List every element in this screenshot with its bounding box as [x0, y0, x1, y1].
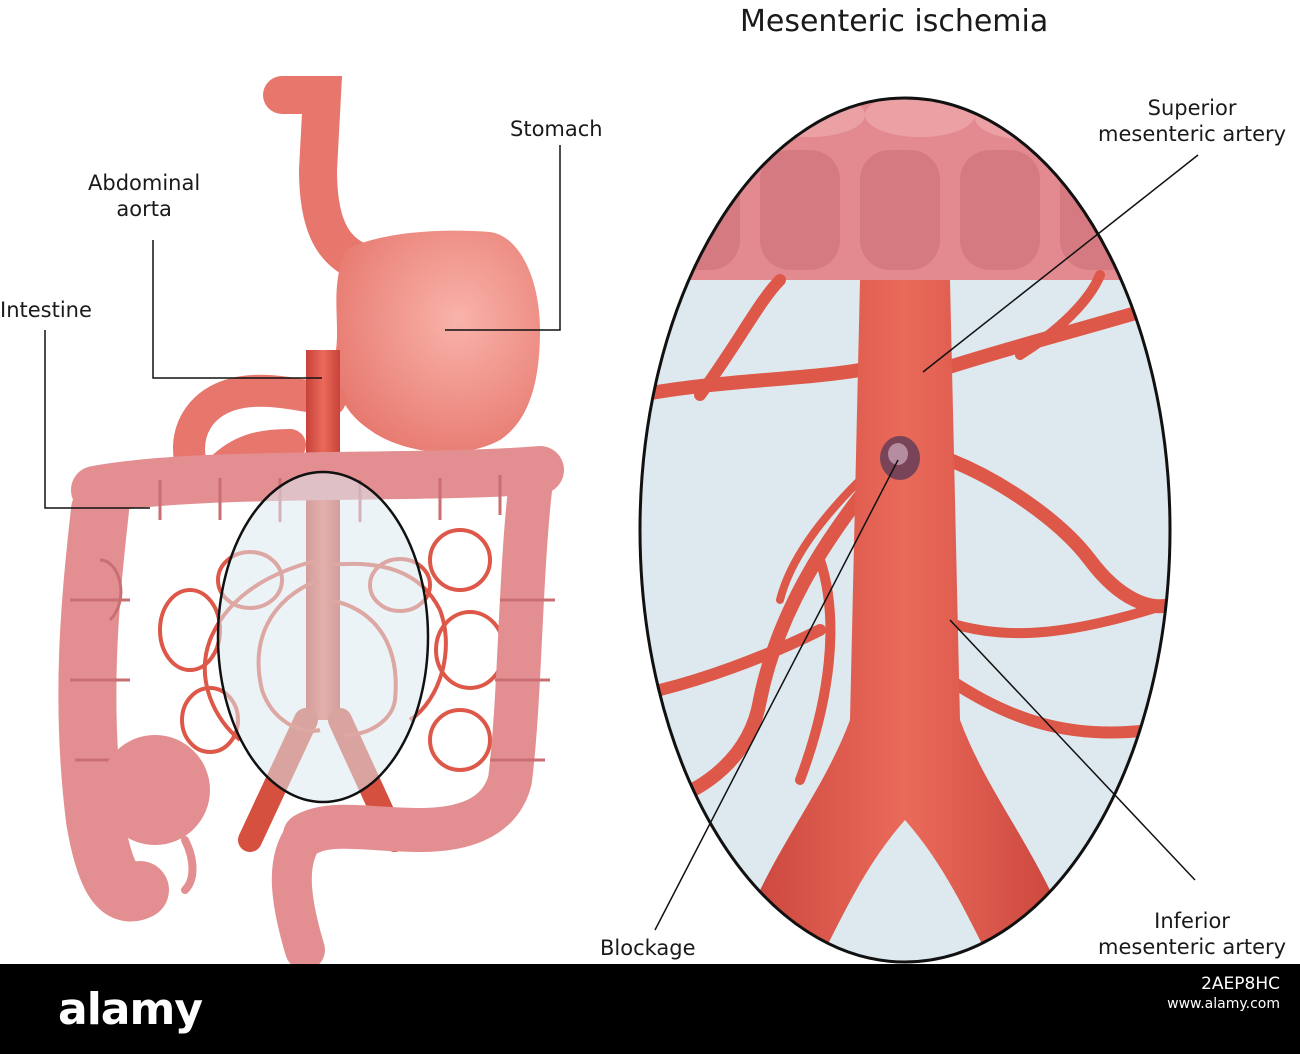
- diagram-title: Mesenteric ischemia: [740, 4, 1049, 39]
- ima-leader: [949, 619, 1196, 881]
- stomach-label: Stomach: [510, 116, 603, 142]
- left-colon: [58, 446, 564, 970]
- ima-line2: mesenteric artery: [1098, 935, 1287, 959]
- alamy-logo: alamy: [58, 984, 203, 1035]
- magnified-oval: [638, 96, 1172, 964]
- illustration: Mesenteric ischemia Stomach Abdominal ao…: [0, 4, 1286, 970]
- aorta-leader: [152, 240, 322, 379]
- blockage-label: Blockage: [600, 935, 696, 961]
- sma-line2: mesenteric artery: [1098, 122, 1287, 146]
- intestine-label: Intestine: [0, 297, 92, 323]
- anatomy-diagram: [44, 76, 1199, 970]
- aorta-label: Abdominal aorta: [88, 170, 200, 222]
- aorta-line2: aorta: [116, 197, 172, 221]
- blockage-text: Blockage: [600, 936, 696, 960]
- intestine-text: Intestine: [0, 298, 92, 322]
- watermark-url: www.alamy.com: [1167, 996, 1280, 1012]
- sma-label: Superior mesenteric artery: [1098, 95, 1286, 147]
- sma-line1: Superior: [1147, 96, 1237, 120]
- ima-label: Inferior mesenteric artery: [1098, 908, 1286, 960]
- watermark-footer: alamy 2AEP8HC www.alamy.com: [0, 964, 1300, 1054]
- sma-leader: [922, 154, 1199, 373]
- magnified-view: [640, 98, 1170, 962]
- stomach-leader: [445, 145, 561, 331]
- aorta-line1: Abdominal: [88, 171, 201, 195]
- stomach-text: Stomach: [510, 117, 603, 141]
- ima-line1: Inferior: [1154, 909, 1230, 933]
- stomach-shape: [173, 76, 540, 493]
- focus-oval: [216, 470, 430, 804]
- blockage-leader: [654, 459, 899, 931]
- image-id-block: 2AEP8HC www.alamy.com: [1167, 974, 1280, 1012]
- image-id: 2AEP8HC: [1201, 974, 1280, 994]
- leader-lines: [44, 145, 1199, 931]
- intestine-leader: [44, 330, 150, 509]
